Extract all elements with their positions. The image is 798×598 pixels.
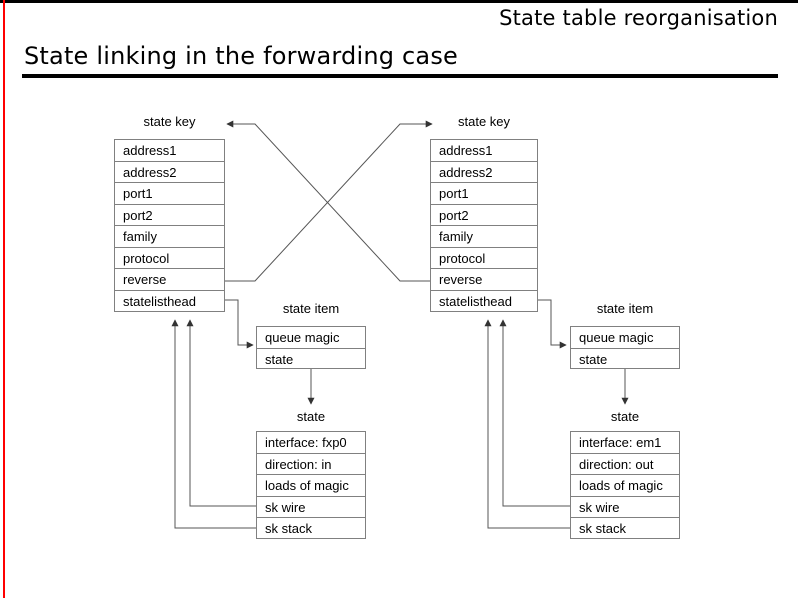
table-row: family: [115, 226, 224, 248]
table-row: address2: [115, 162, 224, 183]
state-item-right-caption: state item: [596, 301, 654, 316]
table-row: statelisthead: [439, 293, 512, 309]
state-item-left-table: queue magic state: [256, 326, 366, 369]
state-key-left-table: address1 address2 port1 port2 family pro…: [114, 139, 225, 312]
state-key-right-table: address1 address2 port1 port2 family pro…: [430, 139, 538, 312]
table-row: state: [579, 351, 608, 367]
table-row: address2: [431, 162, 537, 183]
table-row: port2: [115, 205, 224, 226]
table-row: protocol: [115, 248, 224, 269]
table-row: direction: in: [257, 454, 365, 475]
table-row: sk wire: [571, 497, 679, 518]
slide-kicker: State table reorganisation: [499, 6, 778, 30]
table-row: sk stack: [579, 521, 626, 536]
table-row: reverse: [431, 269, 537, 291]
table-row: address1: [431, 140, 537, 162]
table-row: direction: out: [571, 454, 679, 475]
table-row: interface: em1: [571, 432, 679, 454]
state-item-right-table: queue magic state: [570, 326, 680, 369]
table-row: statelisthead: [123, 293, 196, 309]
table-row: port1: [431, 183, 537, 205]
table-row: state: [265, 351, 294, 367]
table-row: queue magic: [571, 327, 679, 349]
state-key-left-caption: state key: [143, 114, 196, 129]
slide-title: State linking in the forwarding case: [24, 42, 458, 70]
state-item-left-caption: state item: [282, 301, 340, 316]
table-row: reverse: [115, 269, 224, 291]
state-left-table: interface: fxp0 direction: in loads of m…: [256, 431, 366, 539]
table-row: loads of magic: [571, 475, 679, 497]
table-row: family: [431, 226, 537, 248]
table-row: loads of magic: [257, 475, 365, 497]
table-row: sk wire: [257, 497, 365, 518]
top-border-rule: [0, 0, 798, 3]
state-right-caption: state: [610, 409, 640, 424]
table-row: port2: [431, 205, 537, 226]
state-left-caption: state: [296, 409, 326, 424]
table-row: sk stack: [265, 521, 312, 536]
left-accent-rule: [3, 0, 5, 598]
table-row: port1: [115, 183, 224, 205]
table-row: queue magic: [257, 327, 365, 349]
title-underline-rule: [22, 74, 778, 78]
state-key-right-caption: state key: [457, 114, 511, 129]
table-row: interface: fxp0: [257, 432, 365, 454]
table-row: address1: [115, 140, 224, 162]
state-right-table: interface: em1 direction: out loads of m…: [570, 431, 680, 539]
table-row: protocol: [431, 248, 537, 269]
